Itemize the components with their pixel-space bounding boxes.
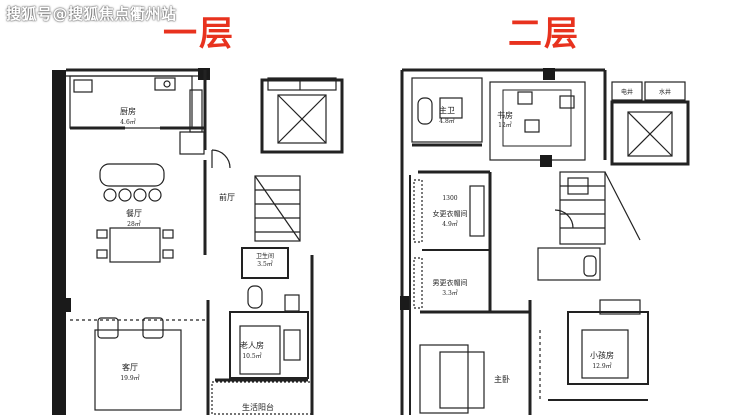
living-area: 19.9㎡ bbox=[120, 374, 139, 382]
kitchen-area: 4.6㎡ bbox=[120, 118, 136, 126]
kitchen-label: 厨房 bbox=[120, 106, 136, 116]
balcony-label: 生活阳台 bbox=[242, 402, 274, 412]
closet-w-area: 4.9㎡ bbox=[442, 220, 458, 228]
f1-bath-label: 卫生间 bbox=[256, 252, 274, 260]
dining-area: 28㎡ bbox=[127, 220, 141, 228]
watermark: 搜狐号@搜狐焦点衢州站 bbox=[6, 5, 177, 23]
child-area: 12.9㎡ bbox=[592, 362, 611, 370]
elec-label: 电井 bbox=[621, 88, 633, 96]
water-label: 水井 bbox=[659, 88, 671, 96]
foyer-label: 前厅 bbox=[219, 192, 235, 202]
floor2-title: 二层 bbox=[508, 14, 580, 54]
floor2-plan bbox=[400, 68, 690, 415]
f1-bedroom-area: 10.5㎡ bbox=[242, 352, 261, 360]
child-label: 小孩房 bbox=[590, 350, 614, 360]
floor1-title: 一层 bbox=[163, 14, 235, 54]
dining-label: 餐厅 bbox=[126, 209, 142, 218]
closet-m-label: 男更衣帽间 bbox=[433, 278, 468, 287]
study-label: 书房 bbox=[497, 110, 513, 120]
f2-bath-label: 主卫 bbox=[439, 105, 455, 115]
living-label: 客厅 bbox=[122, 362, 138, 372]
f1-bath-area: 3.5㎡ bbox=[257, 260, 273, 268]
closet-w-label: 女更衣帽间 bbox=[433, 209, 468, 218]
dim-1300: 1300 bbox=[442, 195, 457, 202]
master-label: 主卧 bbox=[494, 374, 510, 384]
f2-bath-area: 4.8㎡ bbox=[439, 117, 455, 125]
study-area: 12㎡ bbox=[498, 121, 512, 129]
closet-m-area: 3.3㎡ bbox=[442, 289, 458, 297]
f1-bedroom-label: 老人房 bbox=[240, 340, 264, 350]
floor1-plan bbox=[52, 68, 344, 415]
